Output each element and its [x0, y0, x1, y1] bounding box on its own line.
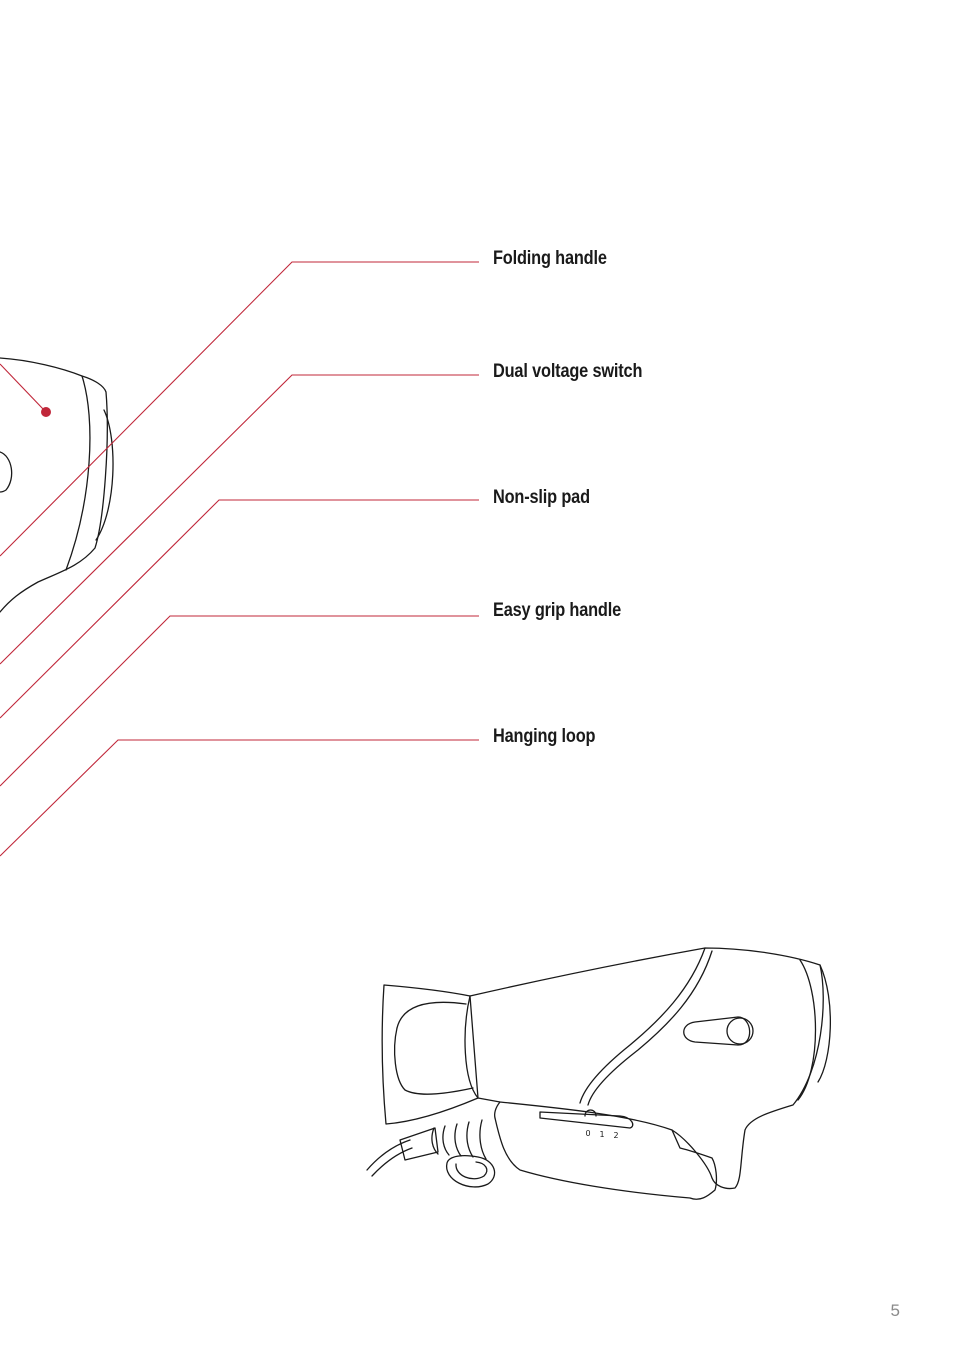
callout-label-folding-handle: Folding handle: [493, 248, 607, 269]
page-number: 5: [890, 1301, 900, 1320]
leader-lines: [0, 261, 479, 857]
leader-line-dual-voltage-switch: [0, 374, 479, 665]
leader-line-non-slip-pad: [0, 499, 479, 719]
leader-dot: [41, 407, 51, 417]
dryer-partial-illustration: [0, 357, 114, 613]
switch-mark-2: 2: [613, 1131, 618, 1140]
leader-line-hanging-loop: [0, 739, 479, 857]
callout-label-easy-grip-handle: Easy grip handle: [493, 600, 622, 621]
switch-mark-1: 1: [599, 1130, 604, 1139]
dryer-folded-illustration: [366, 947, 831, 1200]
leader-line-easy-grip-handle: [0, 615, 479, 787]
leader-line-folding-handle: [0, 261, 479, 557]
switch-mark-0: 0: [585, 1129, 590, 1138]
voltage-switch-marks: 0 1 2: [585, 1129, 618, 1140]
callout-label-non-slip-pad: Non-slip pad: [493, 487, 590, 508]
callout-label-dual-voltage-switch: Dual voltage switch: [493, 361, 643, 382]
leader-line-pointer: [0, 363, 45, 411]
callout-label-hanging-loop: Hanging loop: [493, 726, 596, 747]
